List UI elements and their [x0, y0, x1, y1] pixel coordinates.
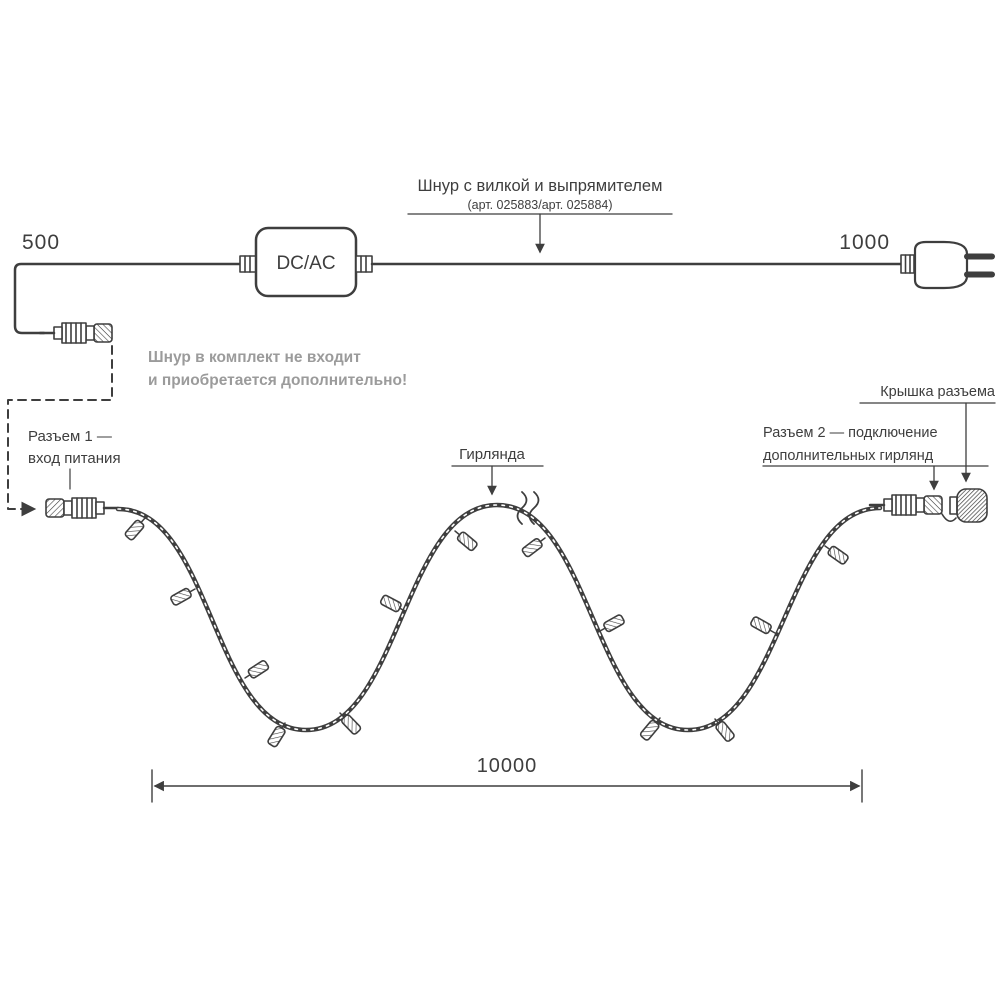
connector2-label-leader — [762, 465, 989, 491]
dimension-1000-label: 1000 — [839, 231, 890, 254]
garland-wire-twist — [117, 504, 881, 731]
dimension-10000-label: 10000 — [477, 755, 538, 777]
led-lamp — [520, 533, 549, 559]
dcac-converter-label: DC/AC — [276, 253, 335, 274]
cord-left-segment — [13, 262, 242, 335]
led-lamp — [123, 513, 150, 542]
garland-label-leader — [451, 465, 544, 496]
diagram-labels: Шнур с вилкой и выпрямителем (арт. 02588… — [22, 177, 996, 777]
connector-cap — [941, 488, 988, 523]
cord-subtitle-label: (арт. 025883/арт. 025884) — [467, 198, 612, 212]
converter-right-grommet — [355, 255, 373, 273]
dashed-connection-route — [7, 345, 113, 517]
dimension-500-label: 500 — [22, 231, 60, 254]
led-lamp — [749, 615, 779, 639]
converter-left-grommet — [239, 255, 257, 273]
connector1-label-line1: Разъем 1 — — [28, 428, 112, 445]
cord-output-connector — [38, 321, 114, 345]
diagram-linework — [7, 213, 996, 803]
garland-wire — [115, 502, 883, 733]
note-line1: Шнур в комплект не входит — [148, 349, 361, 366]
garland-string — [44, 488, 988, 749]
accessory-note: Шнур в комплект не входит и приобретаетс… — [148, 349, 407, 389]
led-lamp — [596, 613, 626, 637]
power-plug — [900, 240, 995, 290]
led-lamp — [241, 658, 271, 683]
power-cord-assembly — [13, 226, 995, 345]
garland-output-connector — [868, 493, 944, 517]
garland-label: Гирлянда — [459, 446, 525, 463]
cap-label-leader — [859, 402, 996, 483]
cord-title-label: Шнур с вилкой и выпрямителем — [418, 177, 663, 195]
cord-label-leader — [407, 213, 673, 254]
led-lamp — [450, 526, 479, 553]
connector2-label-line2: дополнительных гирлянд — [763, 448, 934, 464]
bottom-dimension — [151, 769, 863, 803]
connector1-label-line2: вход питания — [28, 450, 121, 467]
led-lamp — [821, 541, 850, 566]
note-line2: и приобретается дополнительно! — [148, 372, 407, 389]
connector2-label-line1: Разъем 2 — подключение — [763, 425, 938, 441]
cap-label: Крышка разъема — [880, 384, 996, 400]
led-lamp — [169, 583, 199, 607]
wire-break-mark — [516, 491, 540, 525]
garland-input-connector — [44, 496, 120, 520]
